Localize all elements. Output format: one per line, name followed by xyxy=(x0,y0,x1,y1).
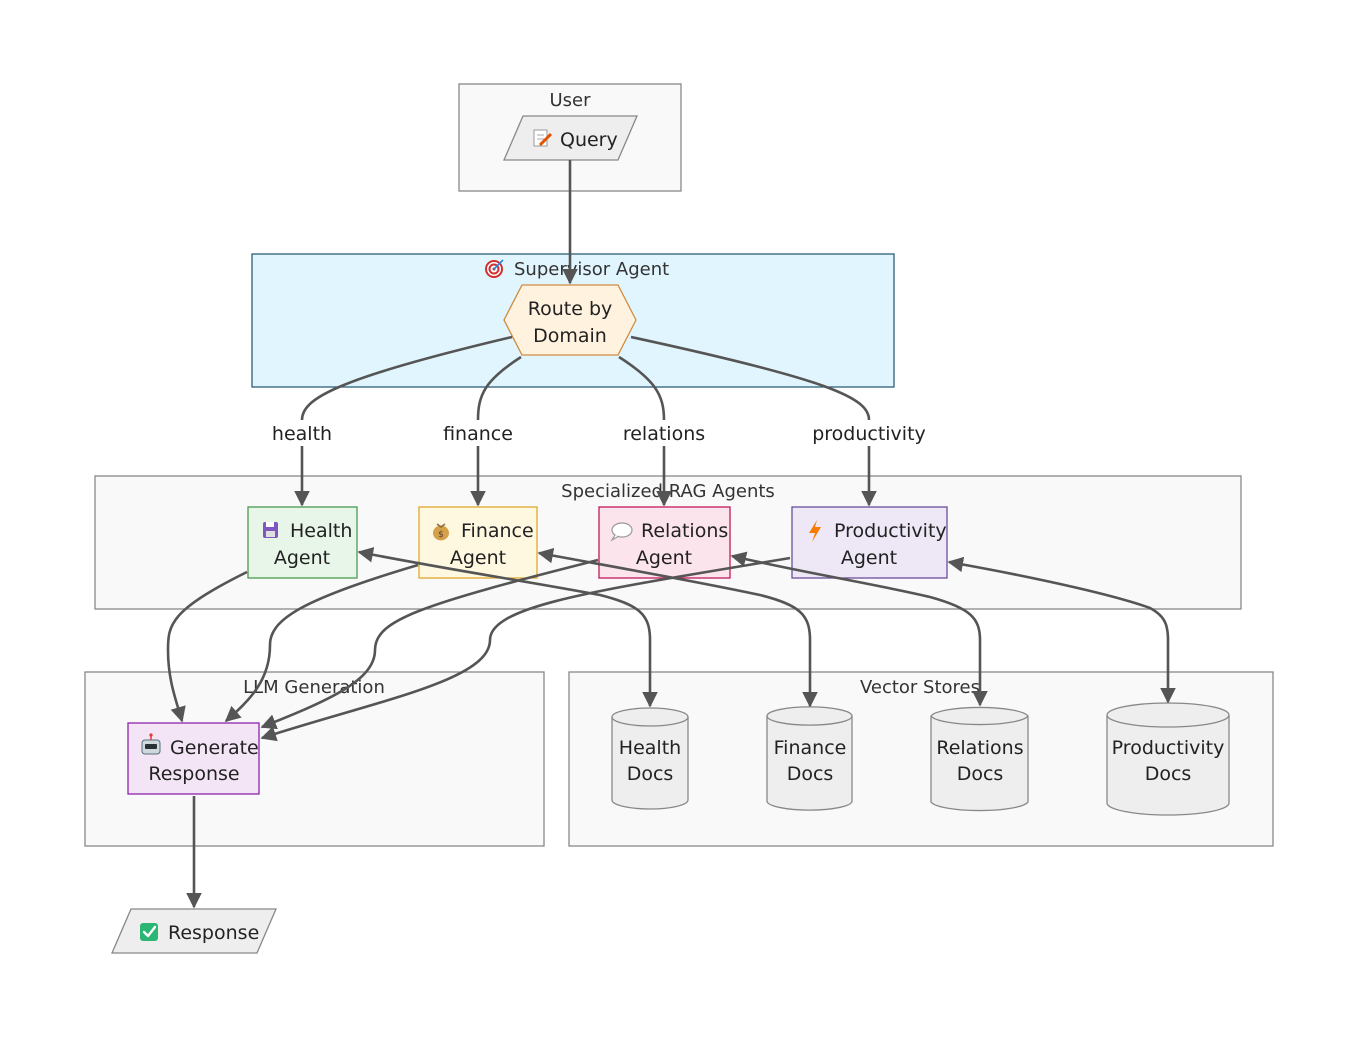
health-agent-line2: Agent xyxy=(274,547,330,569)
relations-docs-line2: Docs xyxy=(957,763,1004,785)
finance-docs-line1: Finance xyxy=(774,737,847,759)
health-docs-node[interactable]: Health Docs xyxy=(611,707,689,810)
edge-route-to-relations-agent xyxy=(618,355,664,505)
edge-productivity-agent-productivity-docs xyxy=(947,556,1176,704)
productivity-docs-line1: Productivity xyxy=(1112,737,1225,759)
edge-label-finance: finance xyxy=(443,423,513,445)
edge-productivity-agent-to-generate xyxy=(260,556,791,742)
route-node[interactable]: Route by Domain xyxy=(503,284,637,356)
edge-labels: health finance relations productivity xyxy=(272,423,926,445)
productivity-agent-line2: Agent xyxy=(841,547,897,569)
productivity-docs-node[interactable]: Productivity Docs xyxy=(1106,702,1230,816)
edge-finance-agent-to-generate xyxy=(224,563,419,723)
specialized-cluster-title: Specialized RAG Agents xyxy=(561,481,775,502)
finance-docs-node[interactable]: Finance Docs xyxy=(766,706,853,811)
target-icon xyxy=(485,259,504,278)
generate-response-node[interactable]: Generate Response xyxy=(127,722,260,795)
response-node[interactable]: Response xyxy=(111,908,277,954)
query-node[interactable]: Query xyxy=(503,115,638,161)
productivity-agent-line1: Productivity xyxy=(834,520,947,542)
productivity-agent-node[interactable]: Productivity Agent xyxy=(791,506,948,579)
generate-line2: Response xyxy=(148,763,239,785)
route-label-line1: Route by xyxy=(528,298,613,320)
edge-route-to-productivity-agent xyxy=(630,335,869,505)
edge-route-to-health-agent xyxy=(302,335,513,505)
edge-label-productivity: productivity xyxy=(812,423,926,445)
floppy-disk-icon xyxy=(263,522,278,538)
vector-cluster-title: Vector Stores xyxy=(860,677,980,698)
health-agent-line1: Health xyxy=(290,520,352,542)
supervisor-cluster-title: Supervisor Agent xyxy=(514,259,669,280)
edge-label-health: health xyxy=(272,423,332,445)
llm-cluster-title: LLM Generation xyxy=(243,677,385,698)
edge-health-agent-to-generate xyxy=(166,570,248,723)
speech-bubble-icon xyxy=(610,522,633,542)
health-docs-line1: Health xyxy=(619,737,681,759)
memo-icon xyxy=(533,129,553,147)
query-label: Query xyxy=(560,129,618,151)
relations-agent-line2: Agent xyxy=(636,547,692,569)
generate-line1: Generate xyxy=(170,737,259,759)
productivity-docs-line2: Docs xyxy=(1145,763,1192,785)
finance-docs-line2: Docs xyxy=(787,763,834,785)
robot-icon xyxy=(141,733,161,755)
edge-relations-agent-to-generate xyxy=(260,558,599,730)
money-bag-icon: $ xyxy=(433,523,449,541)
check-mark-icon xyxy=(140,923,158,941)
lightning-icon xyxy=(809,520,821,542)
svg-text:$: $ xyxy=(438,530,444,540)
edges xyxy=(166,160,1176,909)
edge-label-relations: relations xyxy=(623,423,705,445)
health-agent-node[interactable]: Health Agent xyxy=(247,506,358,579)
finance-agent-line2: Agent xyxy=(450,547,506,569)
relations-agent-line1: Relations xyxy=(641,520,728,542)
relations-docs-line1: Relations xyxy=(936,737,1023,759)
response-label: Response xyxy=(168,922,259,944)
edge-route-to-finance-agent xyxy=(478,355,522,505)
health-docs-line2: Docs xyxy=(627,763,674,785)
route-label-line2: Domain xyxy=(533,325,607,347)
relations-docs-node[interactable]: Relations Docs xyxy=(930,706,1029,812)
user-cluster-title: User xyxy=(549,90,591,111)
finance-agent-line1: Finance xyxy=(461,520,534,542)
